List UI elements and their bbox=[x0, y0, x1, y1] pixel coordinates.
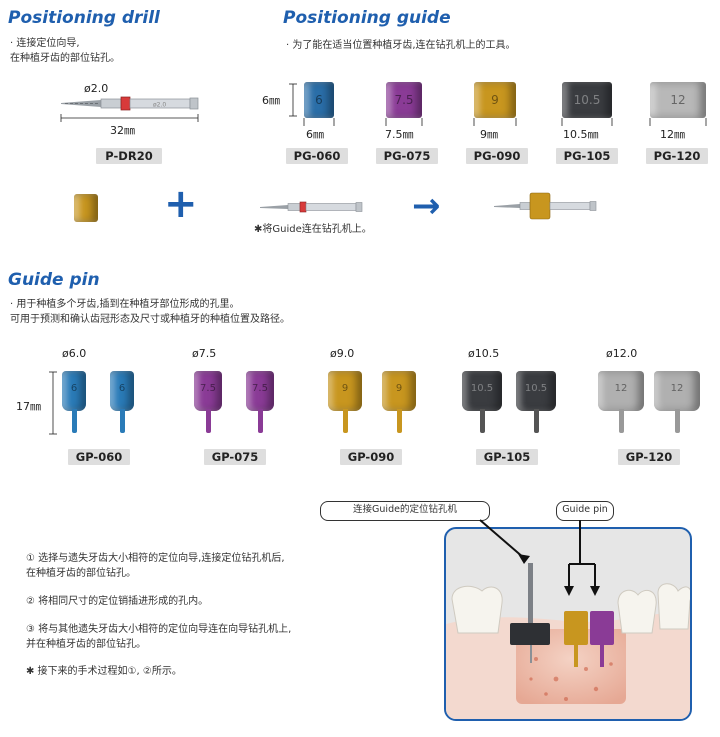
drill-length: 32㎜ bbox=[110, 124, 135, 137]
callout-guide-drill: 连接Guide的定位钻孔机 bbox=[320, 501, 490, 521]
guide-size-090: 9㎜ bbox=[480, 128, 498, 141]
pin-note-line2: 可用于预测和确认齿冠形态及尺寸或种植牙的种植位置及路径。 bbox=[10, 314, 290, 325]
pin-120-side: 12 bbox=[654, 371, 700, 411]
drill-diameter: ø2.0 bbox=[84, 82, 109, 95]
pin-090-front: 9 bbox=[328, 371, 362, 411]
pin-120-side-shaft bbox=[675, 409, 680, 433]
plus-icon: + bbox=[164, 181, 198, 227]
guide-height-bracket bbox=[289, 83, 297, 117]
guide-size-dimension-lines bbox=[303, 118, 707, 126]
pin-060-front: 6 bbox=[62, 371, 86, 411]
assembly-drill-with-guide-image bbox=[494, 192, 597, 220]
guide-cylinder-120: 12 bbox=[650, 82, 706, 118]
pin-120-front: 12 bbox=[598, 371, 644, 411]
pin-090-side-shaft bbox=[397, 409, 402, 433]
pin-060-front-shaft bbox=[72, 409, 77, 433]
svg-text:ø2.0: ø2.0 bbox=[153, 102, 166, 109]
drill-note-line1: · 连接定位向导, bbox=[10, 38, 80, 49]
step-3-line2: 并在种植牙齿的部位钻孔。 bbox=[26, 639, 146, 650]
guide-code-090: PG-090 bbox=[466, 148, 528, 164]
pin-diameter-090: ø9.0 bbox=[330, 347, 355, 360]
pin-code-090: GP-090 bbox=[340, 449, 402, 465]
step-1-line1: ① 选择与遗失牙齿大小相符的定位向导,连接定位钻孔机后, bbox=[26, 553, 285, 564]
step-note: ✱ 接下来的手术过程如①, ②所示。 bbox=[26, 666, 182, 677]
guide-code-105: PG-105 bbox=[556, 148, 618, 164]
pin-diameter-105: ø10.5 bbox=[468, 347, 500, 360]
pin-diameter-060: ø6.0 bbox=[62, 347, 87, 360]
pin-diameter-075: ø7.5 bbox=[192, 347, 217, 360]
guide-title: Positioning guide bbox=[283, 8, 451, 28]
pin-075-side: 7.5 bbox=[246, 371, 274, 411]
guide-cylinder-060: 6 bbox=[304, 82, 334, 118]
assembly-note: ✱将Guide连在钻孔机上。 bbox=[254, 224, 372, 235]
pin-code-060: GP-060 bbox=[68, 449, 130, 465]
pin-code-105: GP-105 bbox=[476, 449, 538, 465]
guide-code-060: PG-060 bbox=[286, 148, 348, 164]
pin-105-front-shaft bbox=[480, 409, 485, 433]
assembly-drill-image bbox=[260, 201, 363, 213]
guide-size-060: 6㎜ bbox=[306, 128, 324, 141]
drill-image: ø2.0 bbox=[60, 96, 199, 122]
jaw-illustration bbox=[446, 563, 690, 719]
pin-note-line1: · 用于种植多个牙齿,插到在种植牙部位形成的孔里。 bbox=[10, 299, 240, 310]
drill-note-line2: 在种植牙齿的部位钻孔。 bbox=[10, 53, 120, 64]
pin-105-side-shaft bbox=[534, 409, 539, 433]
pin-code-075: GP-075 bbox=[204, 449, 266, 465]
guide-size-105: 10.5㎜ bbox=[563, 128, 599, 141]
pin-120-front-shaft bbox=[619, 409, 624, 433]
pin-height-bracket bbox=[49, 371, 57, 435]
pin-060-side-shaft bbox=[120, 409, 125, 433]
guide-cylinder-105: 10.5 bbox=[562, 82, 612, 118]
pin-title: Guide pin bbox=[8, 270, 100, 290]
guide-cylinder-090: 9 bbox=[474, 82, 516, 118]
step-3-line1: ③ 将与其他遗失牙齿大小相符的定位向导连在向导钻孔机上, bbox=[26, 624, 292, 635]
pin-105-front: 10.5 bbox=[462, 371, 502, 411]
illustration-panel bbox=[444, 527, 692, 721]
pin-075-side-shaft bbox=[258, 409, 263, 433]
guide-size-120: 12㎜ bbox=[660, 128, 685, 141]
pin-090-side: 9 bbox=[382, 371, 416, 411]
step-1-line2: 在种植牙齿的部位钻孔。 bbox=[26, 568, 136, 579]
arrow-right-icon: → bbox=[412, 186, 441, 226]
guide-code-120: PG-120 bbox=[646, 148, 708, 164]
guide-code-075: PG-075 bbox=[376, 148, 438, 164]
callout-arrows bbox=[479, 519, 600, 596]
assembly-guide-cylinder bbox=[74, 194, 98, 222]
pin-090-front-shaft bbox=[343, 409, 348, 433]
guide-height: 6㎜ bbox=[262, 94, 280, 107]
pin-code-120: GP-120 bbox=[618, 449, 680, 465]
pin-height: 17㎜ bbox=[16, 400, 41, 413]
pin-diameter-120: ø12.0 bbox=[606, 347, 638, 360]
pin-075-front: 7.5 bbox=[194, 371, 222, 411]
step-2: ② 将相同尺寸的定位销插进形成的孔内。 bbox=[26, 596, 209, 607]
drill-code-label: P-DR20 bbox=[96, 148, 162, 164]
callout-guide-pin: Guide pin bbox=[556, 501, 614, 521]
guide-note: · 为了能在适当位置种植牙齿,连在钻孔机上的工具。 bbox=[286, 40, 516, 51]
pin-060-side: 6 bbox=[110, 371, 134, 411]
pin-105-side: 10.5 bbox=[516, 371, 556, 411]
drill-title: Positioning drill bbox=[8, 8, 160, 28]
pin-075-front-shaft bbox=[206, 409, 211, 433]
guide-cylinder-075: 7.5 bbox=[386, 82, 422, 118]
guide-size-075: 7.5㎜ bbox=[385, 128, 414, 141]
